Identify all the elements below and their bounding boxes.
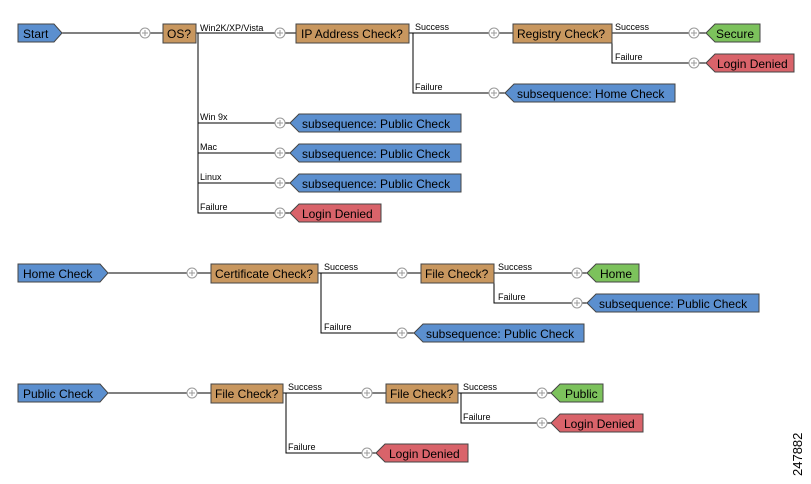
connector-circle	[186, 387, 198, 399]
login-denied-node[interactable]: Login Denied	[289, 203, 382, 223]
os-check-label: OS?	[167, 27, 191, 41]
edge-label-success: Success	[498, 262, 533, 272]
public-check-subsequence-node[interactable]: subsequence: Public Check	[289, 113, 462, 133]
home-check-start-node[interactable]: Home Check	[17, 263, 109, 283]
secure-label: Secure	[716, 27, 754, 41]
edge-label-success: Success	[415, 22, 450, 32]
public-check-subsequence-node[interactable]: subsequence: Public Check	[289, 143, 462, 163]
public-label: Public	[565, 387, 598, 401]
edge-label-failure: Failure	[415, 82, 443, 92]
connector-circle	[571, 297, 583, 309]
connector-circle	[139, 27, 151, 39]
home-check-start-label: Home Check	[23, 267, 93, 281]
edge-label-mac: Mac	[200, 142, 218, 152]
file-check-label: File Check?	[215, 387, 279, 401]
public-check-start-label: Public Check	[23, 387, 94, 401]
public-node[interactable]: Public	[550, 383, 604, 403]
edge-label-success: Success	[324, 262, 359, 272]
flow-home-check: Home Check Certificate Check? File Check…	[17, 262, 760, 343]
connector-circle	[488, 27, 500, 39]
connector-circle	[186, 267, 198, 279]
connector-circle	[274, 27, 286, 39]
file-check-label: File Check?	[425, 267, 489, 281]
connector-circle	[274, 177, 286, 189]
edge-label-linux: Linux	[200, 172, 222, 182]
edge-label-failure: Failure	[324, 322, 352, 332]
connector-circle	[274, 147, 286, 159]
edge-label-win9x: Win 9x	[200, 112, 228, 122]
start-label: Start	[23, 27, 49, 41]
ip-address-check-label: IP Address Check?	[301, 27, 403, 41]
public-check-subsequence-label: subsequence: Public Check	[302, 117, 451, 131]
edge-label-win2k: Win2K/XP/Vista	[200, 23, 263, 33]
edge-label-success: Success	[463, 382, 498, 392]
login-denied-node[interactable]: Login Denied	[375, 443, 469, 463]
home-check-subsequence-node[interactable]: subsequence: Home Check	[504, 83, 676, 103]
flow-public-check: Public Check File Check? File Check? Pub…	[17, 382, 644, 463]
login-denied-label: Login Denied	[564, 417, 635, 431]
flow-main: Start OS? IP Address Check? Registry Che…	[17, 22, 795, 223]
connector-circle	[688, 57, 700, 69]
file-check-node[interactable]: File Check?	[210, 383, 284, 404]
connector-circle	[274, 207, 286, 219]
edge-label-failure: Failure	[288, 442, 316, 452]
certificate-check-label: Certificate Check?	[215, 267, 313, 281]
edge-label-failure: Failure	[463, 412, 491, 422]
file-check-label: File Check?	[390, 387, 454, 401]
edge-label-success: Success	[288, 382, 323, 392]
connector-circle	[396, 327, 408, 339]
connector-circle	[274, 117, 286, 129]
public-check-subsequence-node[interactable]: subsequence: Public Check	[586, 293, 760, 313]
login-denied-label: Login Denied	[389, 447, 460, 461]
file-check-node[interactable]: File Check?	[385, 383, 459, 404]
connector-circle	[488, 87, 500, 99]
public-check-start-node[interactable]: Public Check	[17, 383, 109, 403]
secure-node[interactable]: Secure	[705, 23, 761, 43]
login-denied-node[interactable]: Login Denied	[705, 53, 795, 73]
home-check-subsequence-label: subsequence: Home Check	[517, 87, 665, 101]
connector-circle	[536, 417, 548, 429]
start-node[interactable]: Start	[17, 23, 63, 43]
registry-check-node[interactable]: Registry Check?	[512, 23, 613, 44]
figure-id: 247882	[790, 433, 805, 476]
certificate-check-node[interactable]: Certificate Check?	[210, 263, 319, 284]
os-check-node[interactable]: OS?	[162, 23, 197, 44]
home-label: Home	[600, 267, 632, 281]
login-denied-label: Login Denied	[717, 57, 788, 71]
public-check-subsequence-label: subsequence: Public Check	[302, 177, 451, 191]
ip-address-check-node[interactable]: IP Address Check?	[295, 23, 410, 44]
edge-label-success: Success	[615, 22, 650, 32]
edge-label-failure: Failure	[615, 52, 643, 62]
connector-circle	[536, 387, 548, 399]
connector-circle	[688, 27, 700, 39]
connector-circle	[396, 267, 408, 279]
public-check-subsequence-node[interactable]: subsequence: Public Check	[289, 173, 462, 193]
edge-label-failure: Failure	[498, 292, 526, 302]
connector-circle	[361, 447, 373, 459]
connector-circle	[571, 267, 583, 279]
file-check-node[interactable]: File Check?	[420, 263, 495, 284]
public-check-subsequence-label: subsequence: Public Check	[302, 147, 451, 161]
public-check-subsequence-label: subsequence: Public Check	[599, 297, 748, 311]
login-denied-label: Login Denied	[302, 207, 373, 221]
connector-circle	[361, 387, 373, 399]
login-denied-node[interactable]: Login Denied	[550, 413, 644, 433]
public-check-subsequence-label: subsequence: Public Check	[426, 327, 575, 341]
registry-check-label: Registry Check?	[517, 27, 605, 41]
public-check-subsequence-node[interactable]: subsequence: Public Check	[413, 323, 585, 343]
edge-label-failure: Failure	[200, 202, 228, 212]
home-node[interactable]: Home	[586, 263, 640, 283]
